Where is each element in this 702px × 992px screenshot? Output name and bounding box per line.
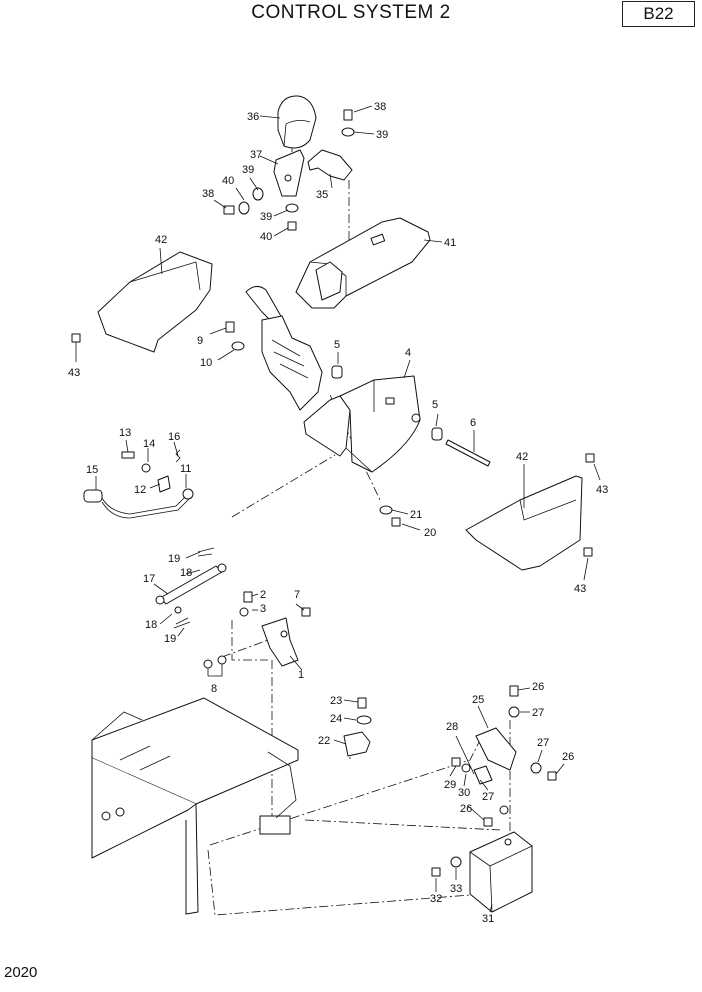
callout-5-upper: 5 (334, 339, 340, 351)
callout-24: 24 (330, 713, 342, 725)
part-5-collar (331, 365, 443, 441)
part-4-lever-bracket (303, 375, 421, 473)
part-31-box (431, 831, 533, 913)
callout-42: 42 (516, 451, 528, 463)
part-41-side-cover (97, 251, 213, 353)
callout-4: 4 (405, 347, 411, 359)
callout-38-top: 39 (376, 129, 388, 141)
callout-39-left: 40 (222, 175, 234, 187)
callout-34: 35 (316, 189, 328, 201)
callout-11: 11 (180, 463, 191, 475)
part-42-cover (465, 475, 583, 571)
assembly-lines (207, 122, 511, 916)
callout-14: 14 (143, 438, 155, 450)
callout-15: 15 (86, 464, 98, 476)
callout-33: 33 (450, 883, 462, 895)
callout-16: 16 (168, 431, 180, 443)
callout-10: 10 (200, 357, 212, 369)
callout-9: 9 (197, 335, 203, 347)
part-1-bracket (203, 591, 311, 669)
callout-22: 22 (318, 735, 330, 747)
callout-31: 31 (482, 913, 494, 925)
callout-36: 37 (250, 149, 262, 161)
joystick-lever (245, 286, 323, 411)
leader-lines (75, 105, 601, 913)
callout-18-upper: 18 (180, 567, 192, 579)
callout-6: 6 (470, 417, 476, 429)
callout-38-mid: 39 (260, 211, 272, 223)
callout-labels: 36 37 38 39 35 38 40 39 39 40 41 42 43 9… (68, 101, 608, 925)
callout-27-right: 27 (537, 737, 549, 749)
part-28-sensor (451, 757, 493, 785)
callout-26-top: 26 (532, 681, 544, 693)
part-40-console-cover (295, 217, 431, 309)
callout-7: 7 (294, 589, 300, 601)
small-fasteners-right (483, 762, 557, 827)
callout-41: 42 (155, 234, 167, 246)
callout-8: 8 (211, 683, 217, 695)
callout-43-left: 43 (68, 367, 80, 379)
callout-40: 41 (444, 237, 456, 249)
callout-26-right: 26 (562, 751, 574, 763)
callout-38-left: 39 (242, 164, 254, 176)
callout-20: 20 (424, 527, 436, 539)
callout-3: 3 (260, 603, 266, 615)
callout-30: 30 (458, 787, 470, 799)
callout-27-lower: 27 (482, 791, 494, 803)
callout-17: 17 (143, 573, 155, 585)
callout-27-top: 27 (532, 707, 544, 719)
page-code-box: B22 (622, 1, 695, 27)
part-17-rod (155, 547, 227, 629)
callout-2: 2 (260, 589, 266, 601)
callout-5-lower: 5 (432, 399, 438, 411)
part-35-knob (277, 95, 317, 149)
callout-12: 12 (134, 484, 146, 496)
callout-32: 32 (430, 893, 442, 905)
callout-25: 25 (472, 694, 484, 706)
part-22-bracket (343, 697, 372, 757)
link-rod-assembly (83, 451, 194, 519)
callout-43-right-upper: 43 (596, 484, 608, 496)
callout-19-upper: 19 (168, 553, 180, 565)
misc-fasteners (71, 109, 595, 557)
callout-13: 13 (119, 427, 131, 439)
callout-21: 21 (410, 509, 422, 521)
part-6-rod (445, 439, 491, 467)
callout-37-left: 38 (202, 188, 214, 200)
part-34-bracket (307, 149, 353, 181)
diagram-title: CONTROL SYSTEM 2 (251, 2, 451, 23)
callout-1: 1 (298, 669, 304, 681)
callout-39-mid: 40 (260, 231, 272, 243)
callout-37-top: 38 (374, 101, 386, 113)
callout-35: 36 (247, 111, 259, 123)
part-25-bracket (475, 685, 520, 771)
callout-43-right-lower: 43 (574, 583, 586, 595)
callout-29: 29 (444, 779, 456, 791)
callout-19-lower: 19 (164, 633, 176, 645)
callout-18-lower: 18 (145, 619, 157, 631)
callout-26-lower: 26 (460, 803, 472, 815)
page-number: 2020 (4, 964, 38, 981)
callout-23: 23 (330, 695, 342, 707)
main-frame (91, 697, 299, 915)
part-36-holder (273, 149, 305, 197)
callout-28: 28 (446, 721, 458, 733)
